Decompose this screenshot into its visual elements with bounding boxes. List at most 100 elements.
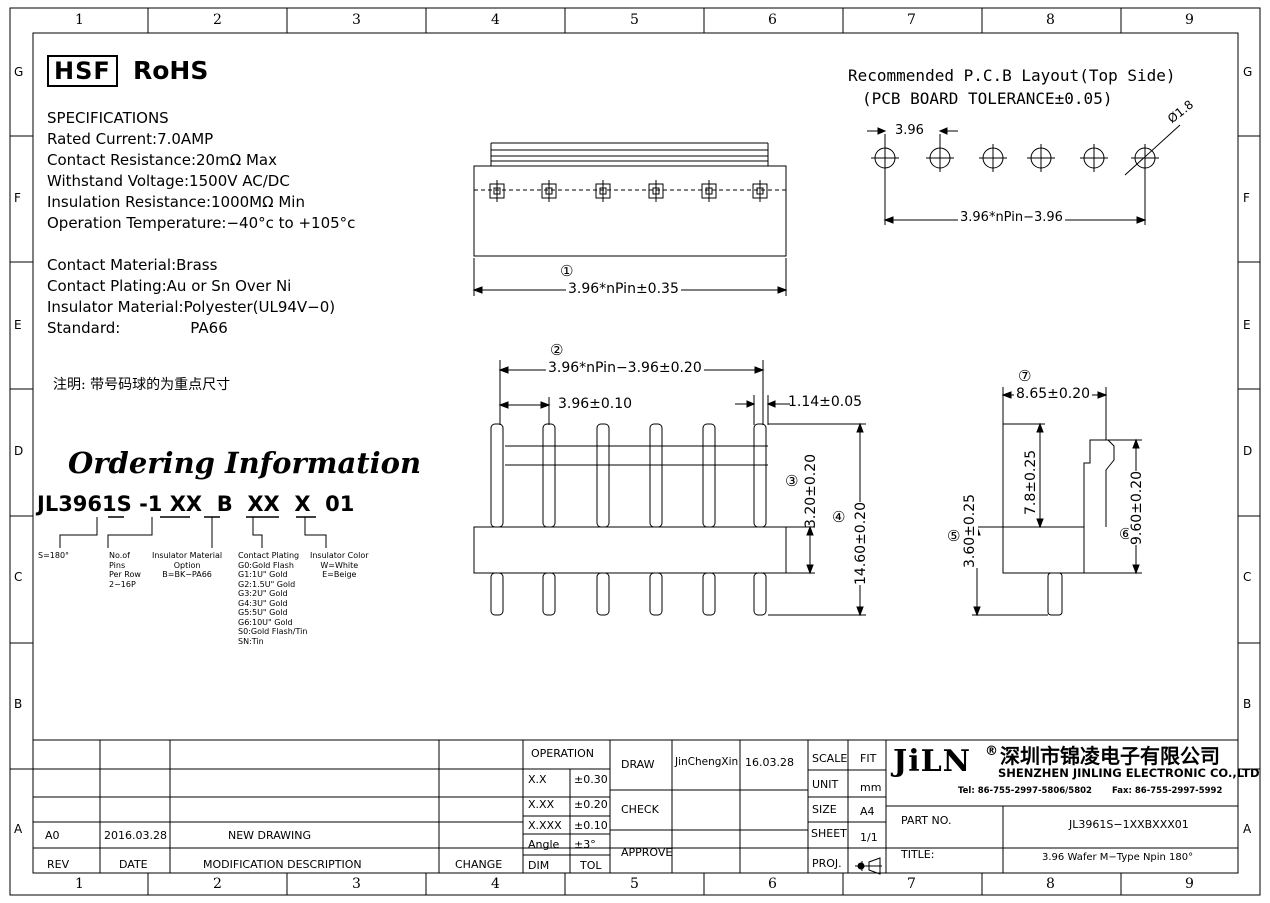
rev-value: A0 [45,829,60,842]
ordering-title: Ordering Information [68,446,422,480]
column-label: 2 [213,876,222,892]
part-no-label: PART NO. [901,814,952,827]
header-description: MODIFICATION DESCRIPTION [203,858,362,871]
dim-4-height: 14.60±0.20 [853,502,869,585]
order-label-line: Option [173,560,201,570]
pin-square [541,180,557,202]
front-pin-upper [490,423,504,528]
column-label: 5 [630,12,639,28]
material-line: Contact Plating:Au or Sn Over Ni [47,277,292,295]
pcb-layout [867,124,1181,225]
front-pin-upper [702,423,716,528]
tb-size-val: A4 [860,805,875,818]
balloon-1: ① [560,262,574,280]
order-label-line: S0:Gold Flash/Tin [238,627,308,636]
tb-draw-date: 16.03.28 [745,756,794,769]
pcb-hole [1080,144,1108,172]
specs-title: SPECIFICATIONS [47,109,169,127]
column-label: 6 [768,876,777,892]
material-line: Contact Material:Brass [47,256,218,274]
registered-mark: ® [985,744,998,759]
inner-frame [32,32,1239,874]
order-label-line: Per Row [109,570,141,579]
column-label: 5 [630,876,639,892]
order-label-line: G3:2U" Gold [238,589,288,598]
pin-square [701,180,717,202]
order-label-line: Contact Plating [238,551,300,560]
projection-symbol-icon [855,857,882,875]
front-pin-lower [596,572,610,616]
title-value: 3.96 Wafer M−Type Npin 180° [1042,852,1194,863]
column-label: 8 [1046,12,1055,28]
row-label: D [14,444,24,458]
front-pin-upper [753,423,767,528]
tol-value: ±3° [574,838,596,851]
tb-scale-val: FIT [860,752,877,765]
order-label-line: SN:Tin [238,636,264,646]
tol-format: Angle [528,838,560,851]
column-label: 4 [491,876,500,892]
pcb-title: Recommended P.C.B Layout(Top Side) [848,66,1176,85]
order-label-line: E=Beige [322,570,357,579]
tb-operation: OPERATION [531,747,594,760]
row-label: C [14,570,23,584]
column-label: 7 [907,876,916,892]
dim-5-height: 3.60±0.25 [962,493,978,568]
top-view [472,142,788,296]
pcb-hole [979,144,1007,172]
order-label-line: Pins [109,560,126,570]
standard-line: Standard:PA66 [47,319,228,337]
tb-drawer: JinChengXin [675,756,739,768]
row-label: G [14,65,24,79]
company-logo: JiLN [893,744,972,779]
pcb-span-dim: 3.96*nPin−3.96 [958,210,1065,225]
front-pin-lower [542,572,556,616]
column-label: 1 [75,12,84,28]
spec-line: Operation Temperature:−40°c to +105°c [47,214,356,232]
column-label: 3 [352,876,361,892]
tol-value: ±0.20 [574,798,608,811]
row-label: A [1243,822,1252,836]
column-label: 7 [907,12,916,28]
column-label: 9 [1185,12,1194,28]
dim-6-height: 9.60±0.20 [1129,470,1145,545]
company-name-cn: 深圳市锦凌电子有限公司 [1000,744,1220,768]
tb-approve: APPROVE [621,846,673,859]
tb-proj: PROJ. [812,857,842,870]
row-label: F [14,191,21,205]
row-label: A [14,822,23,836]
tb-unit-val: mm [860,781,882,794]
header-rev: REV [47,858,70,871]
part-no-value: JL3961S−1XXBXXX01 [1069,818,1189,831]
front-pin-lower [490,572,504,616]
outer-frame [9,7,1261,896]
material-line: Insulator Material:Polyester(UL94V−0) [47,298,336,316]
tb-size: SIZE [812,803,837,816]
balloon-2: ② [550,341,564,359]
order-angle: S=180° [38,551,70,560]
title-label: TITLE: [901,848,935,861]
dim-7-depth: 8.65±0.20 [1014,386,1093,402]
tol-value: ±0.30 [574,773,608,786]
tb-draw: DRAW [621,758,655,771]
spec-line: Contact Resistance:20mΩ Max [47,151,277,169]
tol-format: X.XXX [528,819,562,832]
column-label: 4 [491,12,500,28]
company-name-en: SHENZHEN JINLING ELECTRONIC CO.,LTD [998,766,1260,780]
header-change: CHANGE [455,858,503,871]
order-label-line: 2−16P [109,579,136,589]
tb-dim: DIM [528,859,550,872]
header-date: DATE [119,858,148,871]
tb-unit: UNIT [812,778,839,791]
order-label-line: G1:1U" Gold [238,570,288,579]
dim-2-span: 3.96*nPin−3.96±0.20 [546,360,704,376]
dim-78-height: 7.8±0.25 [1023,449,1039,515]
pin-square [648,180,664,202]
rohs-label: RoHS [133,56,209,85]
